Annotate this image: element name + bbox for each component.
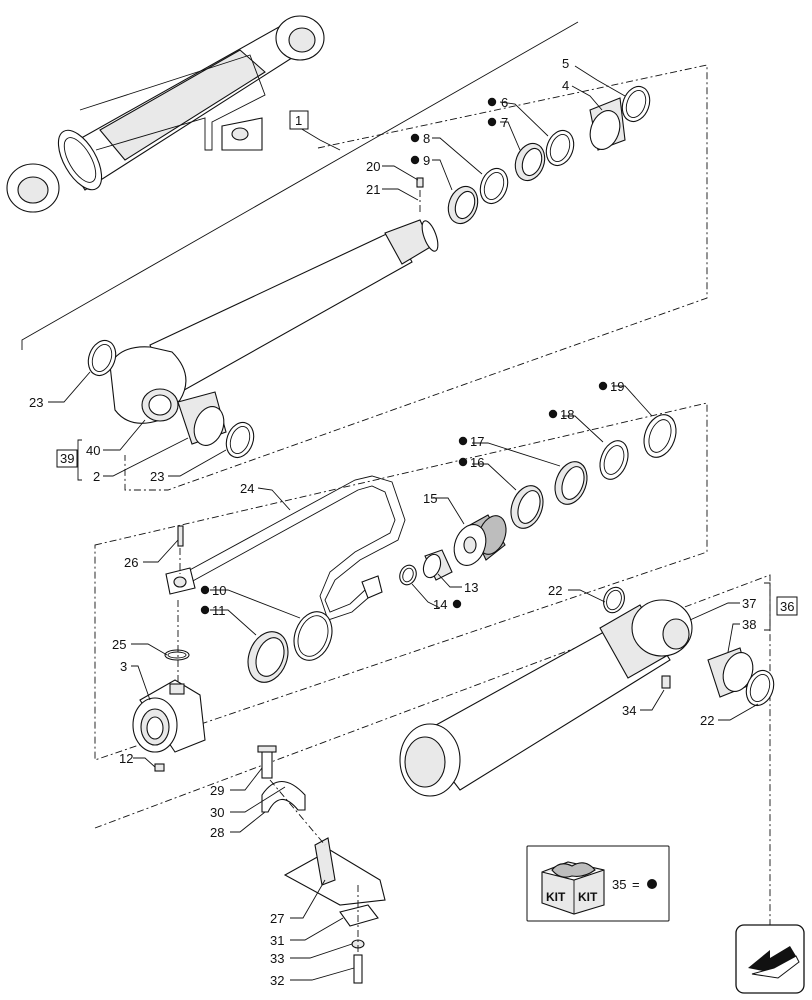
seal-ring-5 xyxy=(621,85,651,123)
callout-2: 2 xyxy=(93,469,100,484)
kit-legend: KIT KIT 35 = xyxy=(526,845,670,922)
callout-22a: 22 xyxy=(548,583,562,598)
callout-29: 29 xyxy=(210,783,224,798)
callout-19: 19 xyxy=(610,379,624,394)
seal-ring-23b xyxy=(225,421,255,459)
callout-39: 39 xyxy=(60,451,74,466)
callout-4: 4 xyxy=(562,78,569,93)
kit-bullets xyxy=(200,97,608,615)
callout-34: 34 xyxy=(622,703,636,718)
seal-ring-8 xyxy=(479,167,509,205)
kit-label-right: KIT xyxy=(578,890,598,904)
callout-20: 20 xyxy=(366,159,380,174)
callout-16: 16 xyxy=(470,455,484,470)
callout-7: 7 xyxy=(501,115,508,130)
seal-ring-6 xyxy=(545,129,575,167)
leader-lines xyxy=(48,65,759,981)
bolt-12 xyxy=(154,763,165,772)
seal-ring-18 xyxy=(599,440,629,480)
clamp-28 xyxy=(261,780,306,813)
bracket-39 xyxy=(77,439,82,481)
kit-number-35: 35 xyxy=(612,877,626,892)
callout-17: 17 xyxy=(470,434,484,449)
callout-10: 10 xyxy=(212,583,226,598)
callout-12: 12 xyxy=(119,751,133,766)
callout-28: 28 xyxy=(210,825,224,840)
callout-30: 30 xyxy=(210,805,224,820)
callout-box-1 xyxy=(289,110,309,130)
piston-group-envelope xyxy=(94,402,708,761)
callout-38: 38 xyxy=(742,617,756,632)
callout-14: 14 xyxy=(433,597,447,612)
callout-22b: 22 xyxy=(700,713,714,728)
clamp-31 xyxy=(339,904,379,927)
piston-rod xyxy=(109,219,439,424)
cylinder-head-3 xyxy=(132,679,206,753)
callout-9: 9 xyxy=(423,153,430,168)
kit-label-left: KIT xyxy=(546,890,566,904)
rod-group-envelope xyxy=(124,64,708,491)
seal-ring-14 xyxy=(399,564,417,586)
callout-26: 26 xyxy=(124,555,138,570)
assembly-leader xyxy=(299,127,341,151)
bolt-29 xyxy=(261,749,273,779)
callout-box-36 xyxy=(776,596,798,616)
oil-pipe-24 xyxy=(174,475,406,613)
callout-31: 31 xyxy=(270,933,284,948)
seal-ring-19 xyxy=(643,414,677,458)
top-frame-line xyxy=(21,21,579,350)
piston-15 xyxy=(453,514,507,566)
cylinder-barrel xyxy=(399,599,693,797)
o-ring-25 xyxy=(164,649,190,661)
callout-33: 33 xyxy=(270,951,284,966)
seal-ring-10 xyxy=(293,611,333,661)
callout-1: 1 xyxy=(295,113,302,128)
assembled-cylinder xyxy=(6,15,325,213)
callout-3: 3 xyxy=(120,659,127,674)
callout-25: 25 xyxy=(112,637,126,652)
seal-ring-22a xyxy=(603,586,625,614)
callout-36: 36 xyxy=(780,599,794,614)
next-page-arrow-icon[interactable] xyxy=(735,924,805,994)
barrel-group-envelope xyxy=(94,574,771,950)
bolt-32 xyxy=(353,954,363,984)
callout-13: 13 xyxy=(464,580,478,595)
kit-equals: = xyxy=(632,877,640,892)
callout-18: 18 xyxy=(560,407,574,422)
seal-ring-22b xyxy=(745,669,775,707)
grease-fitting-20 xyxy=(416,177,424,188)
bolt-26 xyxy=(177,525,184,547)
callout-5: 5 xyxy=(562,56,569,71)
callout-40: 40 xyxy=(86,443,100,458)
callout-11: 11 xyxy=(212,603,226,618)
callout-21: 21 xyxy=(366,182,380,197)
callout-15: 15 xyxy=(423,491,437,506)
callout-32: 32 xyxy=(270,973,284,988)
callout-6: 6 xyxy=(501,95,508,110)
callout-8: 8 xyxy=(423,131,430,146)
kit-bullet-icon xyxy=(647,879,657,889)
callout-24: 24 xyxy=(240,481,254,496)
callout-23a: 23 xyxy=(29,395,43,410)
callout-27: 27 xyxy=(270,911,284,926)
callout-37: 37 xyxy=(742,596,756,611)
seal-stack xyxy=(416,85,651,225)
grease-fitting-34 xyxy=(661,675,671,689)
callout-23b: 23 xyxy=(150,469,164,484)
seal-ring-23a xyxy=(87,339,117,377)
callout-box-39 xyxy=(56,449,78,468)
bracket-36 xyxy=(764,582,771,631)
